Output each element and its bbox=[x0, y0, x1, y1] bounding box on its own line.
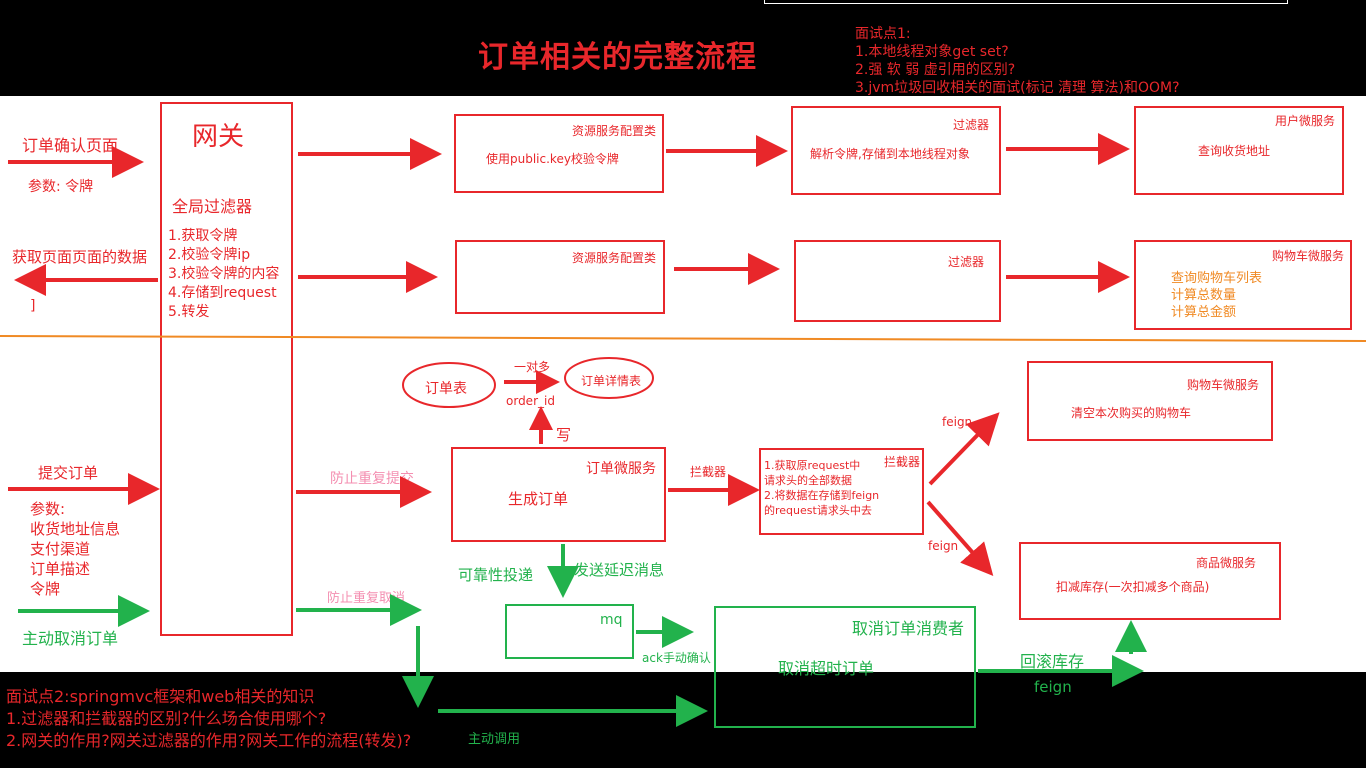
goods-service-box bbox=[1019, 542, 1281, 620]
interceptor-title: 拦截器 bbox=[884, 455, 921, 469]
generate-order-label: 生成订单 bbox=[508, 490, 569, 508]
feign-up-label: feign bbox=[942, 415, 973, 429]
order-id-label: order_id bbox=[506, 394, 555, 408]
top-white-strip bbox=[764, 0, 1288, 4]
submit-order-label: 提交订单 bbox=[38, 464, 99, 482]
section-divider bbox=[0, 335, 1366, 342]
mq-label: mq bbox=[600, 612, 623, 628]
active-call-label: 主动调用 bbox=[468, 732, 521, 747]
gateway-step: 3.校验令牌的内容 bbox=[168, 266, 280, 282]
params-heading: 参数: bbox=[30, 500, 66, 518]
cart-service-body: 清空本次购买的购物车 bbox=[1071, 406, 1192, 420]
interview1-item: 3.jvm垃圾回收相关的面试(标记 清理 算法)和OOM? bbox=[855, 80, 1180, 96]
cart-service-title: 购物车微服务 bbox=[1272, 249, 1345, 263]
cancel-order-label: 主动取消订单 bbox=[22, 629, 119, 648]
feign-green-label: feign bbox=[1034, 678, 1072, 696]
filter-title: 过滤器 bbox=[948, 255, 985, 269]
user-service-title: 用户微服务 bbox=[1275, 114, 1336, 128]
send-delay-label: 发送延迟消息 bbox=[574, 561, 665, 579]
cart-service-title: 购物车微服务 bbox=[1187, 378, 1260, 392]
gateway-title: 网关 bbox=[192, 122, 245, 152]
reliable-delivery-label: 可靠性投递 bbox=[458, 566, 534, 584]
cart-item: 计算总数量 bbox=[1171, 288, 1237, 303]
write-label: 写 bbox=[556, 426, 572, 444]
user-service-body: 查询收货地址 bbox=[1198, 144, 1271, 158]
interceptor-step: 2.将数据在存储到feign bbox=[764, 489, 880, 502]
resource-config-title: 资源服务配置类 bbox=[572, 124, 657, 138]
arrow-feign-to-goods bbox=[926, 500, 994, 576]
order-service-box bbox=[451, 447, 666, 542]
goods-service-body: 扣减库存(一次扣减多个商品) bbox=[1056, 580, 1210, 594]
filter-body: 解析令牌,存储到本地线程对象 bbox=[810, 147, 970, 161]
cart-item: 计算总金额 bbox=[1171, 305, 1237, 320]
interceptor-step: 的request请求头中去 bbox=[764, 504, 872, 517]
resource-config-box-2 bbox=[455, 240, 665, 314]
param-item: 支付渠道 bbox=[30, 540, 91, 558]
prevent-dup-cancel-label: 防止重复取消 bbox=[327, 591, 406, 606]
resource-config-body: 使用public.key校验令牌 bbox=[486, 152, 619, 166]
order-service-title: 订单微服务 bbox=[586, 461, 656, 477]
interview2-item: 1.过滤器和拦截器的区别?什么场合使用哪个? bbox=[6, 709, 327, 728]
resource-config-title: 资源服务配置类 bbox=[572, 251, 657, 265]
gateway-step: 5.转发 bbox=[168, 304, 210, 320]
cart-service-box-2 bbox=[1027, 361, 1273, 441]
diagram-title: 订单相关的完整流程 bbox=[478, 40, 757, 75]
interceptor-arrow-label: 拦截器 bbox=[690, 465, 727, 479]
bracket-label: ] bbox=[30, 298, 36, 314]
interview1-item: 1.本地线程对象get set? bbox=[855, 44, 1009, 60]
cancel-consumer-box bbox=[714, 606, 976, 728]
top-black-band bbox=[0, 0, 1366, 96]
gateway-step: 1.获取令牌 bbox=[168, 228, 238, 244]
param-item: 收货地址信息 bbox=[30, 520, 121, 538]
cart-item: 查询购物车列表 bbox=[1171, 271, 1263, 286]
rollback-label: 回滚库存 bbox=[1020, 652, 1085, 671]
global-filter-title: 全局过滤器 bbox=[172, 197, 253, 216]
arrow-feign-to-cart bbox=[928, 412, 1000, 486]
filter-box-1 bbox=[791, 106, 1001, 195]
interceptor-box bbox=[759, 448, 924, 535]
order-table-label: 订单表 bbox=[425, 381, 467, 397]
gateway-step: 4.存储到request bbox=[168, 285, 277, 301]
cart-service-box-1 bbox=[1134, 240, 1352, 330]
param-item: 订单描述 bbox=[30, 560, 91, 578]
resource-config-box-1 bbox=[454, 114, 664, 193]
feign-down-label: feign bbox=[928, 539, 959, 553]
gateway-step: 2.校验令牌ip bbox=[168, 247, 251, 263]
get-page-data-label: 获取页面页面的数据 bbox=[12, 248, 148, 266]
ack-label: ack手动确认 bbox=[642, 651, 711, 665]
order-table-ellipse bbox=[402, 362, 496, 408]
user-service-box bbox=[1134, 106, 1344, 195]
cancel-timeout-label: 取消超时订单 bbox=[778, 659, 875, 678]
filter-title: 过滤器 bbox=[953, 118, 990, 132]
prevent-dup-submit-label: 防止重复提交 bbox=[330, 471, 414, 487]
interceptor-step: 1.获取原request中 bbox=[764, 459, 861, 472]
interceptor-step: 请求头的全部数据 bbox=[764, 474, 852, 487]
param-token-label: 参数: 令牌 bbox=[28, 179, 94, 195]
interview2-heading: 面试点2:springmvc框架和web相关的知识 bbox=[6, 687, 315, 706]
gateway-box bbox=[160, 102, 293, 636]
param-item: 令牌 bbox=[30, 580, 61, 598]
interview1-heading: 面试点1: bbox=[855, 26, 911, 42]
order-detail-label: 订单详情表 bbox=[581, 374, 642, 388]
filter-box-2 bbox=[794, 240, 1001, 322]
confirm-page-label: 订单确认页面 bbox=[22, 136, 119, 155]
interview2-item: 2.网关的作用?网关过滤器的作用?网关工作的流程(转发)? bbox=[6, 731, 412, 750]
cancel-consumer-title: 取消订单消费者 bbox=[852, 619, 965, 638]
mq-box bbox=[505, 604, 634, 659]
interview1-item: 2.强 软 弱 虚引用的区别? bbox=[855, 62, 1016, 78]
order-detail-ellipse bbox=[564, 357, 654, 399]
goods-service-title: 商品微服务 bbox=[1196, 556, 1257, 570]
